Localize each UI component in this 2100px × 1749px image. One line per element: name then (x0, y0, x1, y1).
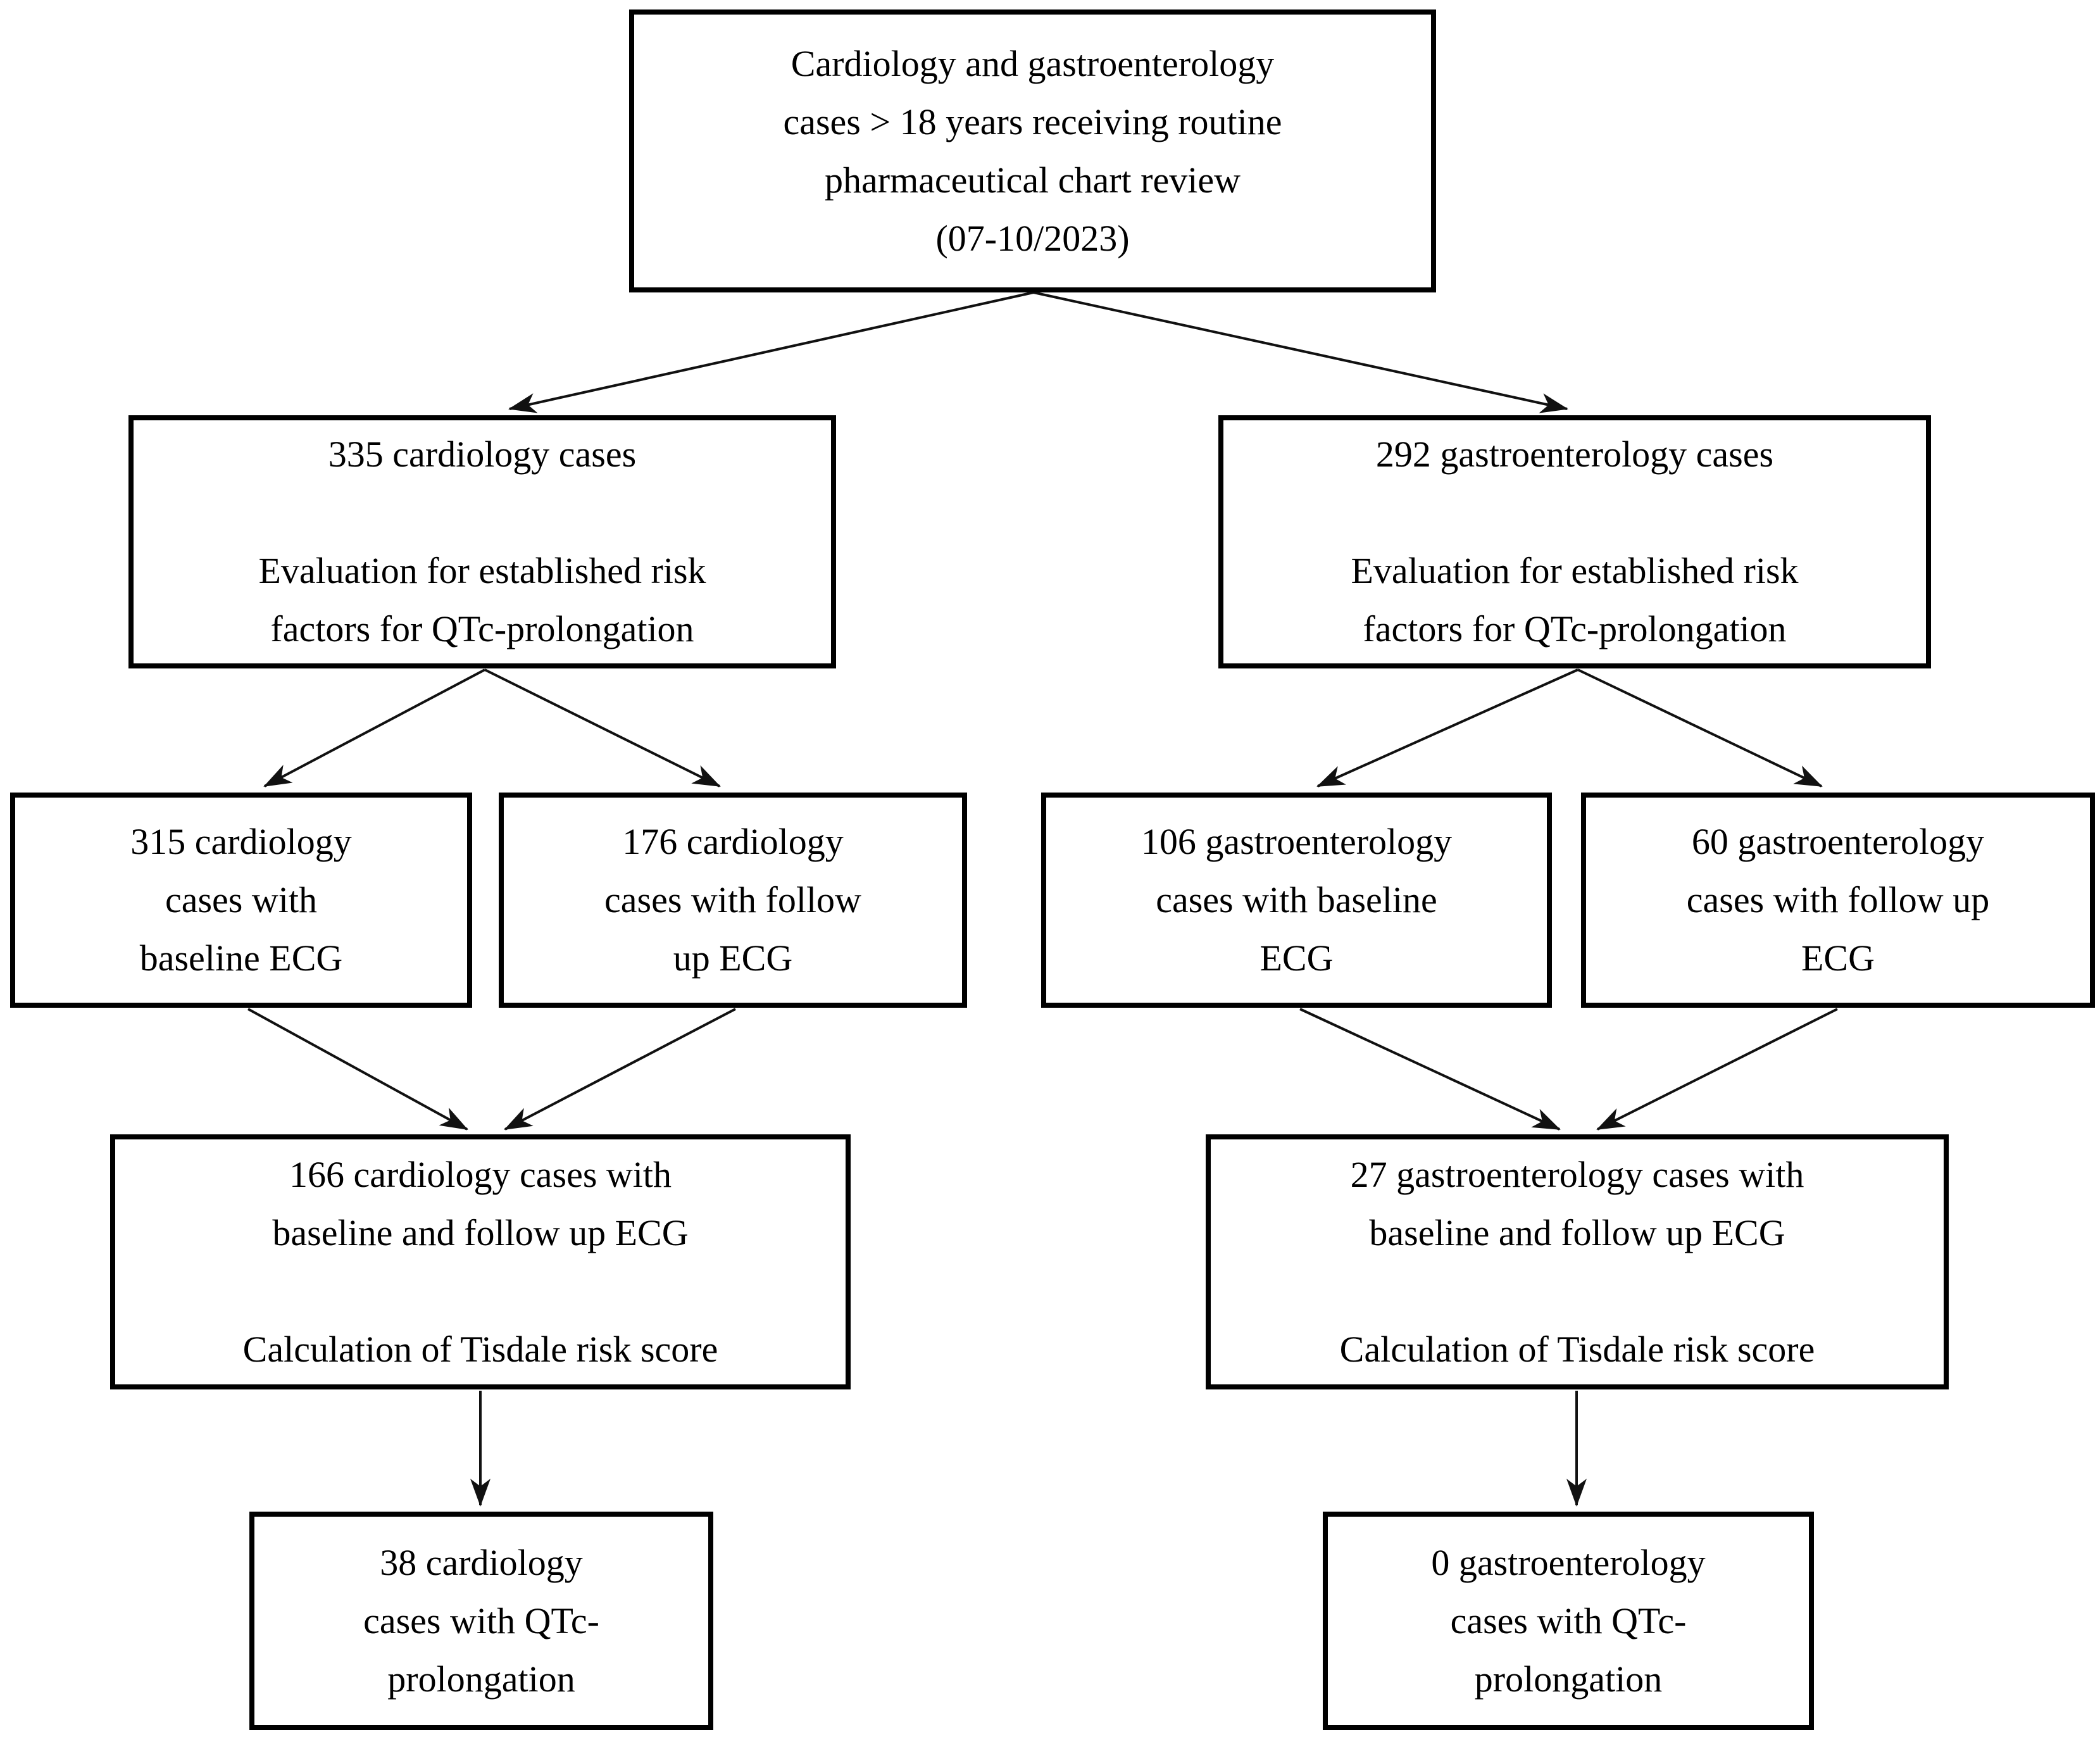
arrow-gastro-to-gastro-baseline (1316, 668, 1578, 787)
node-cardio-followup-ecg: 176 cardiology cases with follow up ECG (499, 793, 967, 1008)
node-cardio-qtc-prolongation: 38 cardiology cases with QTc- prolongati… (249, 1512, 713, 1730)
node-cardio-baseline-ecg: 315 cardiology cases with baseline ECG (10, 793, 472, 1008)
arrow-gastro-followup-to-gastro-both (1596, 1008, 1838, 1131)
node-gastro-both-ecg-tisdale: 27 gastroenterology cases with baseline … (1206, 1134, 1949, 1389)
arrow-cardio-followup-to-cardio-both (504, 1008, 736, 1131)
arrow-cardiology-to-cardio-baseline (263, 668, 485, 787)
arrow-root-to-gastro (1033, 291, 1568, 413)
node-gastro-qtc-prolongation: 0 gastroenterology cases with QTc- prolo… (1323, 1512, 1814, 1730)
arrow-root-to-cardiology (508, 291, 1034, 413)
node-gastro-baseline-ecg: 106 gastroenterology cases with baseline… (1041, 793, 1552, 1008)
node-cardio-both-ecg-tisdale: 166 cardiology cases with baseline and f… (110, 1134, 851, 1389)
node-gastroenterology-cases: 292 gastroenterology cases Evaluation fo… (1218, 415, 1931, 668)
arrow-cardio-baseline-to-cardio-both (247, 1008, 468, 1131)
arrow-gastro-baseline-to-gastro-both (1299, 1008, 1561, 1131)
node-total-cases: Cardiology and gastroenterology cases > … (629, 9, 1436, 292)
node-gastro-followup-ecg: 60 gastroenterology cases with follow up… (1581, 793, 2095, 1008)
arrow-gastro-to-gastro-followup (1577, 668, 1823, 787)
node-cardiology-cases: 335 cardiology cases Evaluation for esta… (128, 415, 836, 668)
arrow-cardiology-to-cardio-followup (484, 668, 721, 787)
